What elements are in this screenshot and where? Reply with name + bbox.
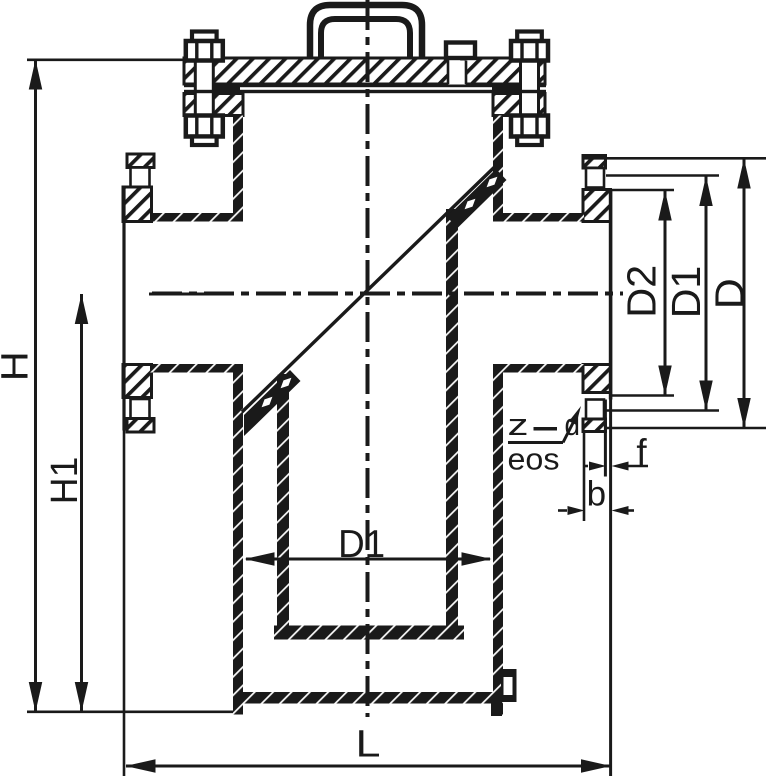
svg-text:D2: D2	[619, 265, 665, 318]
svg-text:L: L	[356, 724, 381, 766]
svg-text:f: f	[636, 432, 647, 473]
svg-text:d: d	[565, 407, 581, 442]
svg-text:D: D	[707, 278, 753, 309]
svg-text:D1: D1	[338, 523, 385, 566]
svg-text:H: H	[0, 351, 36, 381]
svg-text:D1: D1	[663, 266, 709, 319]
svg-text:b: b	[587, 475, 606, 514]
svg-text:H1: H1	[44, 457, 86, 505]
svg-text:z: z	[508, 407, 529, 442]
svg-text:eos: eos	[508, 442, 560, 477]
